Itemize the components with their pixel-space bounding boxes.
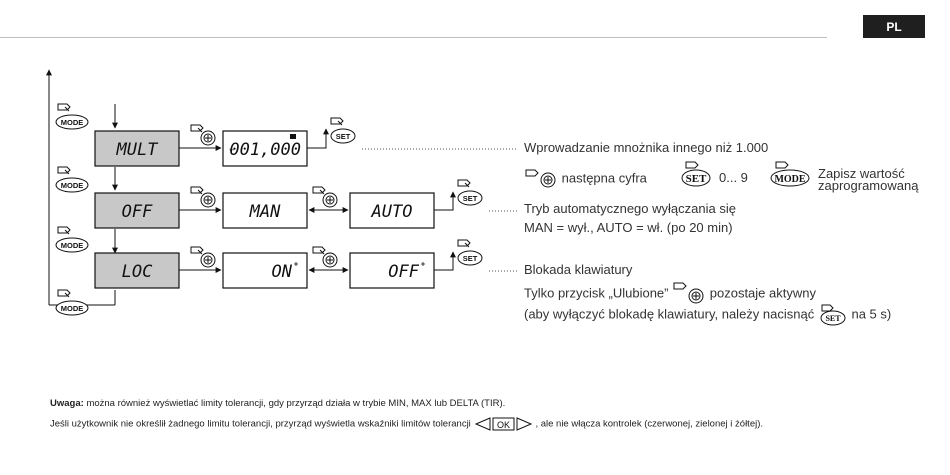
- mode-button-row3[interactable]: MODE: [55, 226, 89, 253]
- svg-text:SET: SET: [686, 173, 707, 185]
- set-button-row1[interactable]: SET: [330, 117, 356, 144]
- mult-display-text: MULT: [116, 140, 160, 160]
- svg-text:OK: OK: [497, 420, 510, 430]
- mult-display: [94, 130, 180, 167]
- next-digit-label: następna cyfra: [561, 170, 647, 186]
- mult-instructions: następna cyfra: [524, 168, 647, 190]
- mode-button-row4[interactable]: MODE: [55, 289, 89, 316]
- mode-label: MODE: [61, 181, 84, 190]
- mult-value-text: 001,000: [229, 140, 301, 160]
- key-icon: [421, 262, 425, 266]
- auto-display-text: AUTO: [371, 202, 413, 222]
- mode-icon: MODE: [770, 161, 810, 187]
- auto-display: [349, 192, 435, 229]
- off-display: [94, 192, 180, 229]
- set-button-row3[interactable]: SET: [457, 239, 483, 266]
- favorites-button-row2b[interactable]: [312, 186, 338, 208]
- loc-title: Blokada klawiatury: [524, 262, 633, 277]
- loc-display-text: LOC: [122, 262, 153, 282]
- mult-sign: +: [229, 145, 234, 155]
- digits-range: 0... 9: [719, 170, 748, 185]
- svg-text:MODE: MODE: [774, 174, 805, 185]
- loc-detail2: (aby wyłączyć blokadę klawiatury, należy…: [524, 304, 891, 326]
- favorites-icon: [525, 169, 556, 188]
- favorites-button-row1[interactable]: [190, 124, 216, 146]
- off-display-text: OFF: [122, 202, 153, 222]
- set-button-row2[interactable]: SET: [457, 179, 483, 206]
- mult-title: Wprowadzanie mnożnika innego niż 1.000: [524, 140, 769, 155]
- set-label: SET: [463, 254, 478, 263]
- save-label: Zapisz wartość zaprogramowaną: [818, 166, 919, 193]
- on-display: [222, 252, 308, 289]
- mode-button-row1[interactable]: MODE: [55, 103, 89, 130]
- favorites-button-row3b[interactable]: [312, 246, 338, 268]
- off-detail: MAN = wył., AUTO = wł. (po 20 min): [524, 220, 733, 235]
- language-badge: PL: [863, 15, 925, 38]
- off2-display: [349, 252, 435, 289]
- digit-cursor: [290, 134, 296, 139]
- note-label: Uwaga:: [50, 398, 84, 409]
- set-icon: SET: [820, 304, 846, 326]
- set-icon: SET: [681, 161, 711, 187]
- set-label: SET: [463, 194, 478, 203]
- loc-detail: Tylko przycisk „Ulubione” pozostaje akty…: [524, 282, 816, 306]
- off-title: Tryb automatycznego wyłączania się: [524, 201, 736, 216]
- note-line2: Jeśli użytkownik nie określił żadnego li…: [50, 416, 763, 432]
- mode-button-row2[interactable]: MODE: [55, 166, 89, 193]
- off2-display-text: OFF: [388, 262, 419, 282]
- mode-label: MODE: [61, 241, 84, 250]
- set-label: SET: [336, 132, 351, 141]
- svg-text:SET: SET: [825, 314, 841, 323]
- mode-label: MODE: [61, 304, 84, 313]
- key-icon: [294, 262, 298, 266]
- man-display: [222, 192, 308, 229]
- tolerance-indicators-icon: OK: [475, 417, 533, 431]
- man-display-text: MAN: [249, 202, 281, 222]
- favorites-button-row2[interactable]: [190, 186, 216, 208]
- favorites-button-row3[interactable]: [190, 246, 216, 268]
- header-rule: [0, 37, 827, 38]
- on-display-text: ON: [272, 262, 293, 282]
- note-line1: Uwaga: można również wyświetlać limity t…: [50, 398, 506, 409]
- favorites-icon: [673, 282, 704, 304]
- loc-display: [94, 252, 180, 289]
- mode-label: MODE: [61, 118, 84, 127]
